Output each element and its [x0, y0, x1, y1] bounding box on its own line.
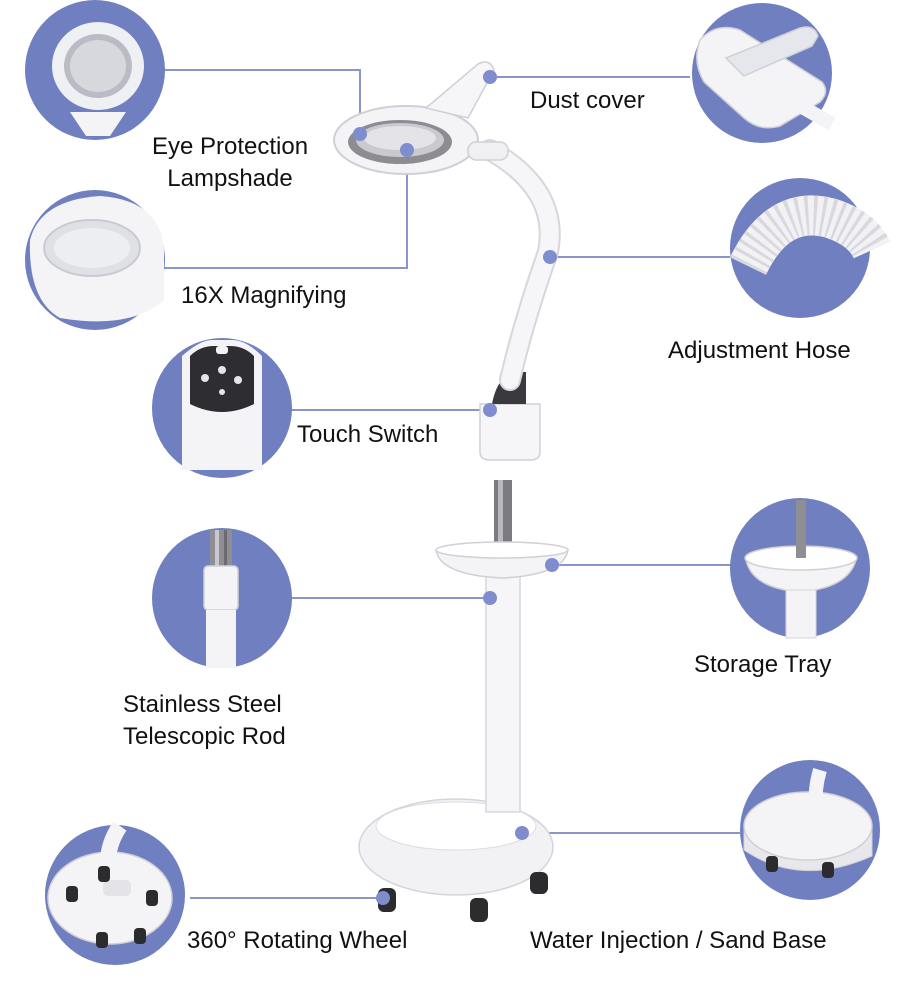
dot-wheel: [376, 891, 390, 905]
label-storage-tray: Storage Tray: [694, 651, 832, 678]
connector-eye-protection: [95, 69, 361, 128]
label-magnifying: 16X Magnifying: [181, 282, 347, 309]
label-touch-switch: Touch Switch: [297, 421, 439, 448]
label-eye-protection-line1: Eye Protection: [151, 133, 309, 160]
lamp-head: [333, 61, 509, 175]
detail-circle-switch: [152, 338, 292, 478]
detail-circle-dust-cover: [692, 3, 836, 143]
label-dust-cover: Dust cover: [530, 87, 645, 114]
connector-magnifying: [160, 150, 408, 269]
dot-dust-cover: [483, 70, 497, 84]
detail-circle-wheels: [45, 821, 185, 965]
dot-base: [515, 826, 529, 840]
label-adjustment-hose: Adjustment Hose: [668, 337, 851, 364]
detail-circle-lampshade: [25, 0, 165, 140]
connector-lines: [95, 69, 740, 899]
detail-circle-rod: [152, 528, 292, 668]
dot-rod: [483, 591, 497, 605]
label-eye-protection: Eye Protection Lampshade: [130, 131, 330, 195]
dot-touch-switch: [483, 403, 497, 417]
dot-hose: [543, 250, 557, 264]
label-rotating-wheel: 360° Rotating Wheel: [187, 927, 408, 954]
label-eye-protection-line2: Lampshade: [167, 165, 293, 192]
detail-circle-hose: [730, 178, 891, 318]
detail-circle-tray: [730, 498, 870, 639]
dot-tray: [545, 558, 559, 572]
detail-circle-magnifier: [25, 190, 165, 330]
dot-magnifying: [400, 143, 414, 157]
lamp-pole: [485, 571, 521, 813]
label-base: Water Injection / Sand Base: [530, 927, 827, 954]
lamp-product: [333, 61, 569, 922]
lamp-storage-tray: [435, 541, 569, 579]
label-telescopic-rod: Stainless Steel Telescopic Rod: [123, 689, 286, 753]
detail-circle-base: [740, 760, 880, 900]
label-telescopic-rod-line1: Stainless Steel: [123, 691, 282, 718]
dot-eye-protection: [353, 127, 367, 141]
label-telescopic-rod-line2: Telescopic Rod: [123, 723, 286, 750]
callout-dots: [353, 70, 559, 905]
